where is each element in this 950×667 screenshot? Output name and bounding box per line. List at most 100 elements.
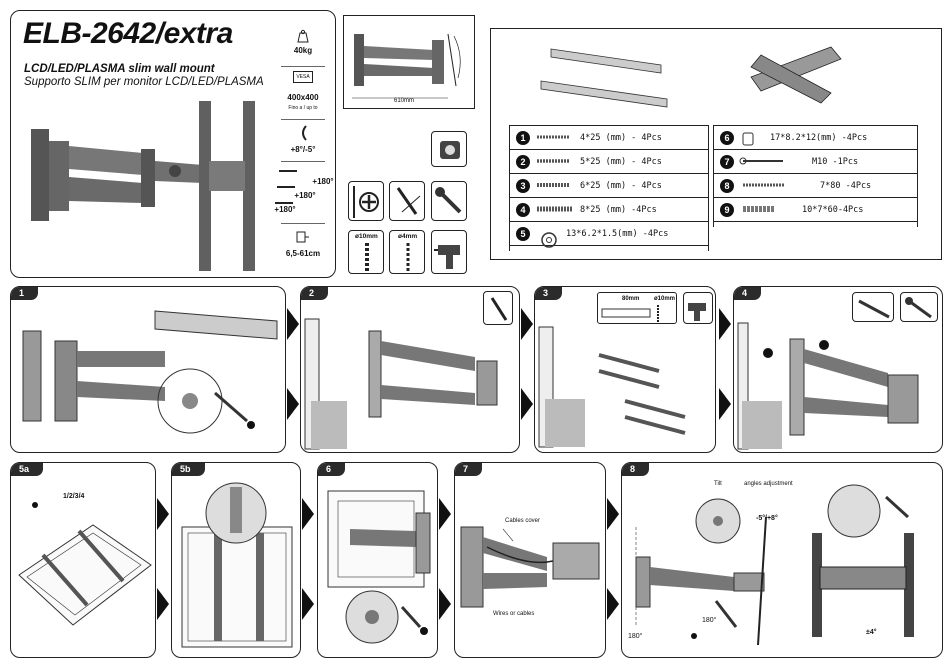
step-3-illustration	[538, 326, 686, 448]
step-arrow-6-7-top	[439, 498, 451, 530]
tool-drill-bit-10: ø10mm	[348, 230, 384, 274]
step-3-drill-icon	[683, 292, 713, 324]
step-arrow-6-7-bottom	[439, 588, 451, 620]
step-3-bit-label: ø10mm	[654, 296, 676, 302]
step-arrow-3-4-bottom	[719, 388, 731, 420]
step-arrow-5a-5b-top	[157, 498, 169, 530]
step-arrow-1-2-top	[287, 308, 299, 340]
spec-extension: 6,5-61cm	[285, 249, 321, 258]
tool-drill-bit-4: ø4mm	[389, 230, 425, 274]
step-7-panel: 7 Cables cover Wires or cables	[454, 462, 606, 658]
step-6-illustration	[327, 490, 431, 644]
step-4-illustration	[737, 322, 919, 450]
step-4-tag: 4	[734, 287, 762, 300]
part-3-spec: 6*25 (mm) - 4Pcs	[580, 180, 662, 191]
weight-icon	[297, 29, 309, 43]
step-arrow-5b-6-bottom	[302, 588, 314, 620]
step-7-illustration	[460, 526, 600, 608]
tool-wrench	[431, 181, 467, 221]
spec-vesa-note: Fino a / up to	[288, 105, 318, 111]
part-1-spec: 4*25 (mm) - 4Pcs	[580, 132, 662, 143]
step-arrow-7-8-top	[607, 498, 619, 530]
vesa-icon: VESA	[279, 71, 327, 83]
spec-weight: 40kg	[293, 46, 313, 55]
step-8-panel: 8 Tilt angles adjustment -5°/+8° 180° 18…	[621, 462, 943, 658]
washer-icon	[541, 232, 557, 248]
adapter-plate-image	[750, 46, 842, 104]
angles-label: angles adjustment	[744, 481, 793, 487]
step-5b-panel: 5b	[171, 462, 301, 658]
spec-swivel-1: +180°	[312, 177, 334, 186]
product-header-panel: ELB-2642/extra LCD/LED/PLASMA slim wall …	[10, 10, 336, 278]
screw-icons-left	[537, 135, 573, 212]
step-3-panel: 3 80mm ø10mm	[534, 286, 716, 453]
extension-icon	[296, 231, 309, 243]
cables-cover-label: Cables cover	[505, 518, 541, 524]
step-7-tag: 7	[455, 463, 483, 476]
tilt-label: Tilt	[714, 481, 722, 487]
step-arrow-5b-6-top	[302, 498, 314, 530]
rotation-label-1: 180°	[628, 633, 643, 640]
step-5a-callout: 1/2/3/4	[63, 493, 85, 500]
step-arrow-1-2-bottom	[287, 388, 299, 420]
tool-drill	[431, 230, 467, 274]
step-8-illustration	[635, 484, 914, 646]
step-2-panel: 2	[300, 286, 520, 453]
step-4-wrench-icon	[900, 292, 938, 322]
rotation-label-3: ±4°	[866, 629, 877, 636]
spec-tilt: +8°/-5°	[290, 145, 316, 154]
step-3-depth-diagram: 80mm ø10mm	[597, 292, 677, 324]
step-arrow-7-8-bottom	[607, 588, 619, 620]
tool-pencil	[389, 181, 425, 221]
step-1-panel: 1	[10, 286, 286, 453]
spec-swivel-3: +180°	[274, 205, 296, 214]
wall-plate-parts-image	[540, 48, 668, 108]
width-label: 610mm	[394, 98, 415, 104]
hardware-icons-right	[739, 132, 785, 212]
model-title: ELB-2642/extra	[23, 17, 233, 50]
subtitle-english: LCD/LED/PLASMA slim wall mount	[24, 63, 215, 75]
rotation-label-2: 180°	[702, 617, 717, 624]
drill-bit-10-label: ø10mm	[355, 233, 378, 240]
tilt-icon	[302, 125, 307, 141]
step-2-illustration	[304, 318, 498, 450]
step-6-panel: 6	[317, 462, 438, 658]
step-arrow-5a-5b-bottom	[157, 588, 169, 620]
part-2-spec: 5*25 (mm) - 4Pcs	[580, 156, 662, 167]
spec-vesa: 400x400	[287, 93, 319, 102]
part-5-spec: 13*6.2*1.5(mm) -4Pcs	[566, 228, 669, 239]
step-8-tag: 8	[622, 463, 650, 476]
step-3-tag: 3	[535, 287, 563, 300]
tool-screwdriver	[348, 181, 384, 221]
wall-mount-product-image	[31, 101, 255, 271]
part-4-spec: 8*25 (mm) -4Pcs	[580, 204, 657, 215]
step-5a-panel: 5a 1/2/3/4	[10, 462, 156, 658]
step-4-panel: 4	[733, 286, 943, 453]
step-5b-illustration	[181, 482, 293, 648]
tool-tape-measure	[431, 131, 467, 167]
step-2-pencil-icon	[483, 291, 513, 325]
step-1-illustration	[22, 310, 278, 434]
step-5a-illustration	[18, 502, 152, 626]
part-9-spec: 10*7*60-4Pcs	[802, 204, 864, 215]
drill-bit-4-label: ø4mm	[398, 233, 418, 240]
step-5b-tag: 5b	[172, 463, 205, 476]
step-6-tag: 6	[318, 463, 346, 476]
step-4-screwdriver-icon	[852, 292, 894, 322]
part-7-spec: M10 -1Pcs	[812, 156, 859, 167]
spec-swivel-2: +180°	[294, 191, 316, 200]
step-5a-tag: 5a	[11, 463, 44, 476]
step-arrow-2-3-top	[521, 308, 533, 340]
